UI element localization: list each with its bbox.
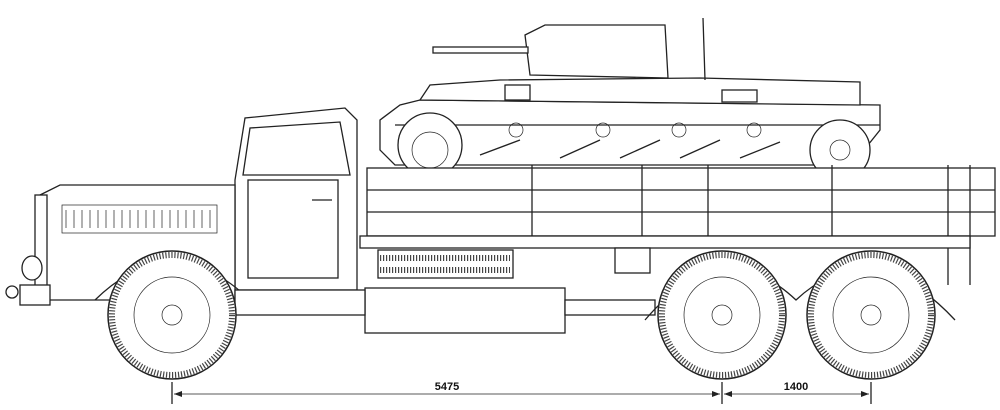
chassis-rail <box>234 289 366 316</box>
spare-tyre-rack <box>377 249 514 279</box>
front-wheel <box>107 250 237 380</box>
rear-wheel-2 <box>806 250 936 380</box>
tank-turret <box>524 24 669 79</box>
rear-axle-spacing-label: 1400 <box>784 381 808 393</box>
rear-wheel-1 <box>657 250 787 380</box>
toolbox <box>364 287 566 334</box>
headlight <box>21 255 43 281</box>
tow-hook <box>5 285 19 299</box>
truck-bed <box>359 165 996 334</box>
truck-cab <box>234 107 358 291</box>
chassis-rail-rear <box>564 299 656 316</box>
bumper <box>19 284 51 306</box>
tank <box>379 17 881 181</box>
tank-antenna <box>702 17 706 81</box>
tank-gun <box>432 46 529 54</box>
wheelbase-label: 5475 <box>435 381 459 393</box>
dimension-lines: 5475 1400 <box>171 381 872 404</box>
